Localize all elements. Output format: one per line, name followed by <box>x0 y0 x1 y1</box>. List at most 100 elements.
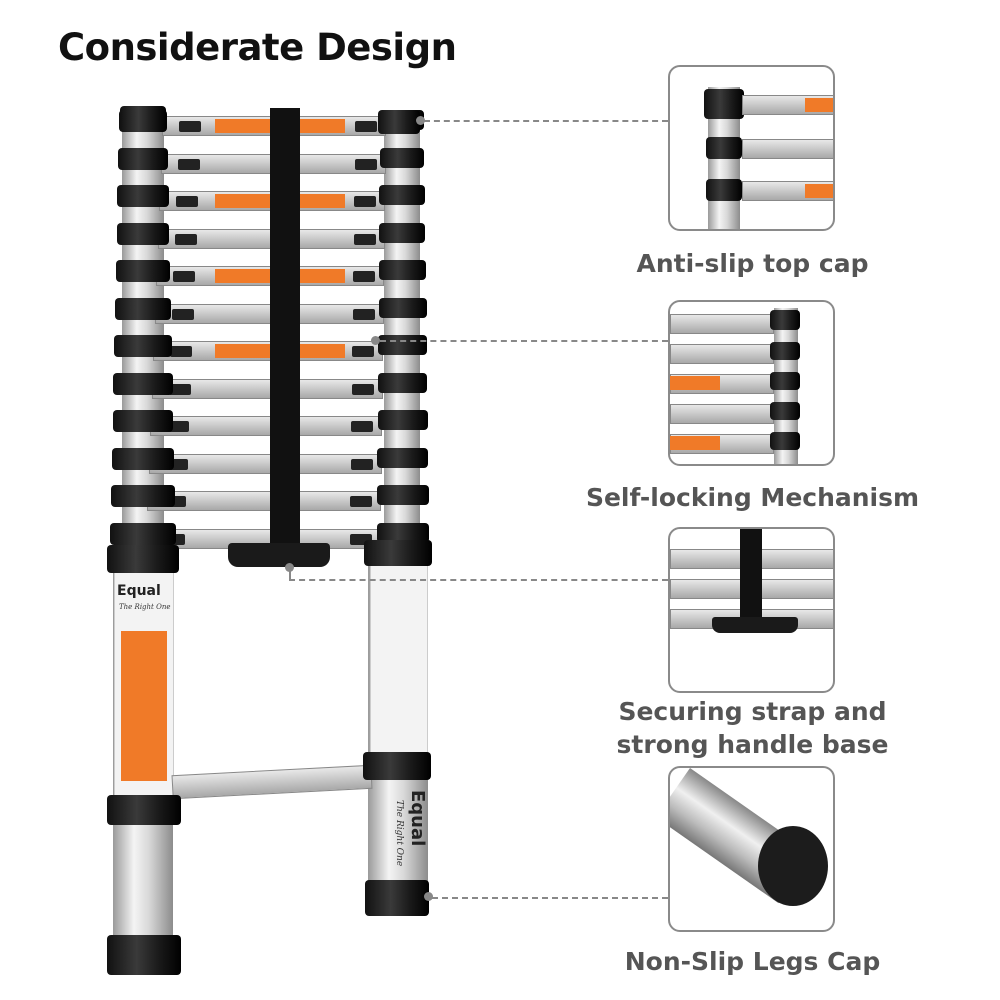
page-title: Considerate Design <box>58 26 457 69</box>
lock-tab <box>173 271 195 282</box>
pole-collar-left <box>118 147 168 170</box>
lower-collar-left <box>107 545 179 573</box>
callout-dot-top-cap <box>416 116 425 125</box>
lock-tab <box>174 233 197 245</box>
rung <box>670 344 774 364</box>
lock-tab <box>354 158 377 170</box>
lock-tab <box>355 121 377 132</box>
securing-strap <box>270 108 300 556</box>
pole-collar-left <box>115 297 171 320</box>
brand-logo-vertical: Equal <box>407 790 428 847</box>
leg-cap-right <box>365 880 429 916</box>
pole-collar-left <box>113 372 173 395</box>
lock-tab <box>176 196 198 207</box>
pole-collar-right <box>378 335 427 355</box>
pole-collar-left <box>116 222 170 245</box>
ladder-rung <box>151 378 383 399</box>
callout-dot-locking <box>371 336 380 345</box>
pole-collar-right <box>379 222 426 243</box>
leg-cap <box>758 826 828 906</box>
collar <box>770 432 800 450</box>
pole-collar-left <box>114 335 172 357</box>
mid-collar-left <box>107 795 181 825</box>
lock-tab <box>170 346 192 357</box>
lock-tab <box>351 421 373 432</box>
brand-tagline-vertical: The Right One <box>394 800 404 867</box>
rung <box>670 314 774 334</box>
lock-tab <box>352 346 374 357</box>
rung <box>670 404 774 424</box>
pole-collar-left <box>115 260 171 282</box>
pole-collar-right <box>378 297 427 318</box>
caption-legs: Non-Slip Legs Cap <box>624 947 881 976</box>
callout-line-top-cap <box>424 120 668 122</box>
warning-panel-left <box>121 631 167 781</box>
pole-collar-left <box>112 410 174 432</box>
strap <box>740 529 762 621</box>
lock-tab <box>179 121 201 132</box>
callout-dot-legs <box>424 892 433 901</box>
ladder-rung <box>148 453 382 474</box>
collar <box>770 372 800 390</box>
rung <box>742 139 833 159</box>
pole-collar-right <box>377 485 429 505</box>
callout-line-locking <box>380 340 668 342</box>
collar <box>706 179 742 201</box>
warning-sticker <box>805 184 833 198</box>
detail-image-strap <box>668 527 835 693</box>
pole-collar-right <box>379 147 425 168</box>
lock-tab <box>354 196 376 207</box>
lock-tab <box>165 458 188 470</box>
warning-sticker <box>670 436 720 450</box>
pole-collar-left <box>117 185 169 207</box>
top-cap-right <box>378 110 420 134</box>
caption-strap-line1: Securing strap and <box>618 697 887 726</box>
lock-tab <box>353 271 375 282</box>
collar <box>770 310 800 330</box>
bottom-rung <box>171 764 373 800</box>
handle-base <box>228 543 330 567</box>
left-pole-label: Equal The Right One <box>114 570 174 797</box>
lock-tab <box>171 308 194 320</box>
callout-dot-strap <box>285 563 294 572</box>
collar <box>770 342 800 360</box>
lock-tab <box>352 308 375 320</box>
pole-collar-right <box>376 522 430 543</box>
collar <box>770 402 800 420</box>
callout-line-strap-vertical <box>289 570 291 580</box>
lower-collar-right <box>364 540 432 566</box>
lock-tab <box>350 496 372 507</box>
brand-logo: Equal <box>117 583 161 599</box>
caption-top-cap: Anti-slip top cap <box>636 249 869 278</box>
pole-collar-right <box>377 410 428 430</box>
brand-tagline: The Right One <box>119 603 171 611</box>
ladder-rung <box>150 416 382 436</box>
caption-locking: Self-locking Mechanism <box>585 483 920 512</box>
pole-collar-right <box>379 185 425 205</box>
pole-collar-right <box>377 447 429 468</box>
warning-sticker <box>805 98 833 112</box>
pole-collar-left <box>111 447 175 470</box>
lock-tab <box>353 233 376 245</box>
handle-base <box>712 617 798 633</box>
callout-line-legs <box>432 897 668 899</box>
top-cap-left <box>120 106 166 132</box>
callout-line-strap <box>289 579 668 581</box>
detail-image-legs <box>668 766 835 932</box>
ladder-rung <box>154 303 384 324</box>
collar <box>706 137 742 159</box>
warning-sticker <box>670 376 720 390</box>
caption-strap-line2: strong handle base <box>616 730 889 759</box>
lock-tab <box>351 383 374 395</box>
lock-tab <box>168 383 191 395</box>
pole-collar-left <box>111 485 175 507</box>
detail-image-locking <box>668 300 835 466</box>
ladder-rung <box>147 491 381 511</box>
pole-collar-left <box>110 522 176 545</box>
lock-tab <box>350 458 373 470</box>
detail-image-top-cap <box>668 65 835 231</box>
top-cap <box>704 89 744 119</box>
lock-tab <box>177 158 200 170</box>
lock-tab <box>349 533 372 545</box>
leg-cap-left <box>107 935 181 975</box>
